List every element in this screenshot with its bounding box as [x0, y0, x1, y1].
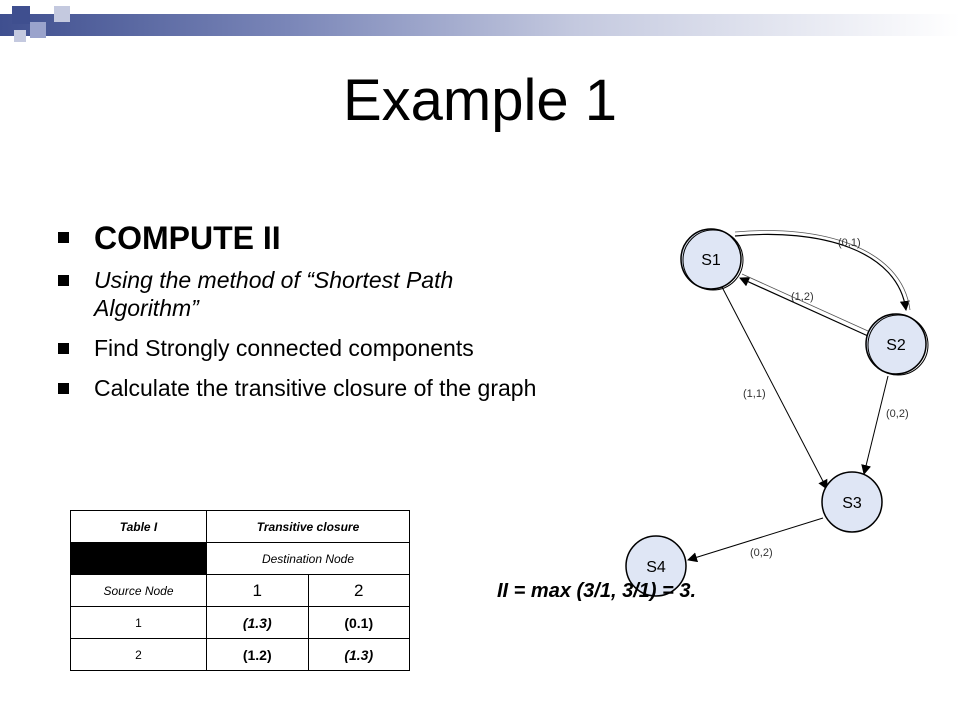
slide-title: Example 1 [342, 68, 618, 133]
bullet-scc: Find Strongly connected components [58, 334, 558, 362]
table-header: Transitive closure [206, 510, 410, 543]
bullet-marker [58, 343, 69, 354]
row-source: 2 [70, 638, 207, 671]
ii-formula: II = max (3/1, 3/1) = 3. [497, 580, 697, 602]
node-label: S3 [842, 495, 862, 512]
table-row: 1 (1.3) (0.1) [70, 606, 410, 639]
edge-s2-s1 [739, 277, 869, 337]
node-s2: S2 [865, 313, 929, 376]
table-cell: (0.1) [307, 606, 410, 639]
edge-s1-s2-shadow [734, 230, 911, 311]
edge-label-s1-s3: (1,1) [743, 388, 766, 400]
edge-s2-s3 [861, 375, 889, 475]
table-row: 2 (1.2) (1.3) [70, 638, 410, 671]
bullet-text: Find Strongly connected components [94, 335, 474, 361]
bullet-closure: Calculate the transitive closure of the … [58, 374, 558, 402]
bullet-text: COMPUTE II [94, 220, 281, 256]
header-gradient-band [0, 14, 960, 36]
edge-label-s2-s3: (0,2) [886, 408, 909, 420]
table-blank-cell [70, 542, 207, 575]
node-label: S4 [646, 559, 666, 576]
edge-label-s1-s2: (0,1) [838, 237, 861, 249]
bullet-method: Using the method of “Shortest Path Algor… [58, 266, 558, 322]
transitive-closure-table: Table I Transitive closure Destination N… [70, 510, 410, 671]
row-source: 1 [70, 606, 207, 639]
decor-square-small [14, 30, 26, 42]
edge-s1-s3 [721, 286, 828, 490]
bullet-list: COMPUTE II Using the method of “Shortest… [58, 218, 558, 414]
edge-label-s3-s4: (0,2) [750, 547, 773, 559]
node-label: S1 [701, 252, 721, 269]
table-cell: (1.2) [206, 638, 309, 671]
bullet-marker [58, 275, 69, 286]
decor-square-light [30, 22, 46, 38]
decor-square-dark [12, 6, 30, 24]
col-header-2: 2 [307, 574, 410, 607]
table-cell: (1.3) [206, 606, 309, 639]
table-cell: (1.3) [307, 638, 410, 671]
node-label: S2 [886, 337, 906, 354]
edge-s2-s1-shadow [741, 273, 869, 332]
decor-square-light-2 [54, 6, 70, 22]
bullet-compute: COMPUTE II [58, 218, 558, 258]
edge-s3-s4 [687, 517, 824, 563]
bullet-marker [58, 232, 69, 243]
node-s4: S4 [625, 535, 687, 597]
edge-label-s2-s1: (1,2) [791, 291, 814, 303]
bullet-text: Using the method of “Shortest Path Algor… [94, 267, 454, 321]
node-s3: S3 [821, 471, 883, 533]
source-label: Source Node [70, 574, 207, 607]
bullet-text: Calculate the transitive closure of the … [94, 375, 537, 401]
edge-s1-s2 [734, 233, 910, 311]
node-s1: S1 [680, 228, 744, 291]
bullet-marker [58, 383, 69, 394]
table-corner-label: Table I [70, 510, 207, 543]
